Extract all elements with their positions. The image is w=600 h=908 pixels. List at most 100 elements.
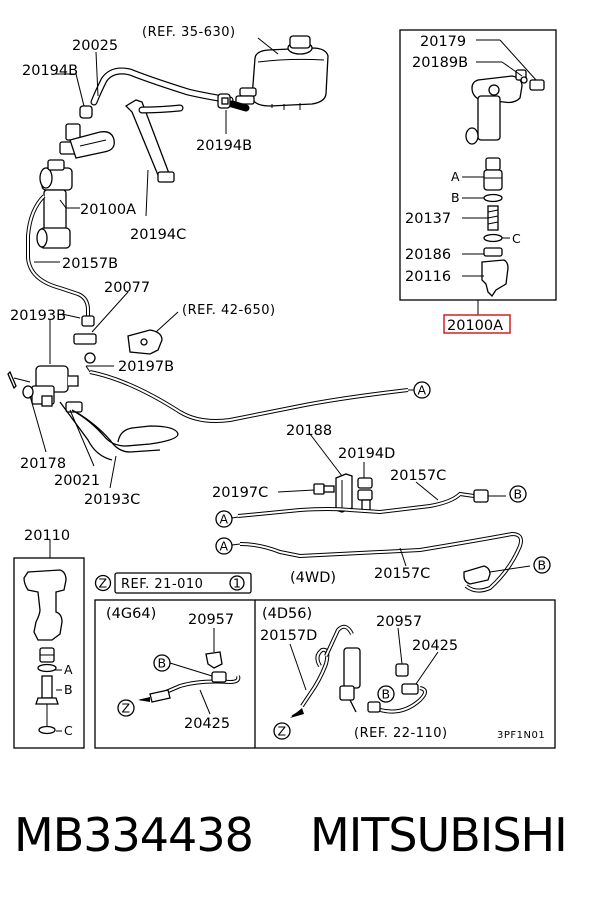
label-20157C-lower: 20157C: [374, 566, 430, 582]
detail-box-20110: [13, 557, 85, 749]
bolt-20197C: [313, 483, 335, 495]
leader-ref42: [155, 311, 179, 333]
label-20100A: 20100A: [80, 202, 136, 218]
label-20188: 20188: [286, 423, 332, 439]
ref-21-010: REF. 21-010: [121, 577, 203, 592]
marker-B-3: B: [153, 654, 171, 672]
leader-20425-b: [415, 651, 439, 685]
marker-Z-1: Z: [117, 699, 135, 717]
label-20957-4g64: 20957: [188, 612, 234, 628]
detail-clip-20116: [481, 259, 509, 298]
clamp-20194D: [357, 477, 373, 511]
svg-text:A: A: [418, 383, 427, 398]
detail-ring-20186: [483, 247, 503, 257]
harness-20193C: [59, 401, 179, 461]
marker-B-4: B: [377, 685, 395, 703]
label-20197C: 20197C: [212, 485, 268, 501]
leader-20957-b: [397, 627, 403, 665]
label-20197B: 20197B: [118, 359, 174, 375]
label-20116: 20116: [405, 269, 451, 285]
svg-text:Z: Z: [99, 576, 108, 591]
ref-21-010-num: 1: [233, 576, 241, 591]
actuator-20178: [7, 365, 83, 413]
marker-A-2: A: [215, 510, 239, 528]
svg-text:A: A: [451, 169, 460, 184]
svg-text:Z: Z: [278, 724, 287, 739]
pipe-20157C-lower: [239, 532, 531, 593]
marker-B-2: B: [533, 556, 551, 574]
svg-text:C: C: [512, 231, 521, 246]
label-20194B-lower: 20194B: [196, 138, 252, 154]
bracket-20194C: [124, 99, 175, 183]
leader-20157D: [289, 643, 307, 691]
ref-42-650: (REF. 42-650): [182, 303, 276, 318]
label-20021: 20021: [54, 473, 100, 489]
leader-20197C: [277, 489, 315, 493]
svg-text:B: B: [538, 558, 547, 573]
leader-20157C-a: [415, 481, 439, 501]
detail-bolt-20137: [483, 205, 503, 243]
bracket-20188: [335, 473, 353, 513]
pipe-20157B: [26, 194, 95, 327]
label-20179: 20179: [420, 34, 466, 50]
assembly-4d56: [290, 624, 427, 718]
diagram-code: 3PF1N01: [497, 730, 545, 741]
label-20077: 20077: [104, 280, 150, 296]
variant-4g64: (4G64): [106, 606, 156, 622]
label-20193B: 20193B: [10, 308, 66, 324]
label-20178: 20178: [20, 456, 66, 472]
brand-name: MITSUBISHI: [310, 808, 568, 862]
nozzle-20110: [23, 569, 67, 735]
detail-nozzle-A: [483, 157, 503, 191]
marker-Z-header: Z: [94, 574, 112, 592]
main-leaders: [29, 51, 227, 489]
svg-text:A: A: [64, 662, 73, 677]
svg-text:B: B: [158, 656, 167, 671]
pipe-to-A-upper: [89, 370, 409, 423]
label-20194C: 20194C: [130, 227, 186, 243]
leader-ref35: [257, 37, 279, 55]
label-20957-4d56: 20957: [376, 614, 422, 630]
assembly-4g64: [138, 651, 241, 703]
label-20425-4d56: 20425: [412, 638, 458, 654]
hose-clamp-20194B-upper: [217, 93, 231, 109]
marker-A-3: A: [215, 537, 241, 555]
variant-4wd: (4WD): [290, 570, 336, 586]
pump-fittings: [59, 123, 115, 159]
hose-clamp-20194B-left: [79, 105, 93, 119]
marker-A-1: A: [408, 381, 431, 399]
leader-20157C-b: [399, 547, 407, 567]
svg-text:B: B: [451, 190, 460, 205]
bracket-ref-42-650: [127, 329, 163, 355]
ref-22-110: (REF. 22-110): [354, 726, 448, 741]
pipe-20157C-upper: [237, 489, 506, 518]
marker-Z-2: Z: [273, 722, 291, 740]
detail-pump-body: [465, 69, 545, 145]
leader-20425-a: [199, 689, 211, 715]
label-20189B: 20189B: [412, 55, 468, 71]
svg-text:B: B: [64, 682, 73, 697]
marker-B-1: B: [509, 485, 527, 503]
engine-variants-box: [94, 599, 556, 749]
label-20186: 20186: [405, 247, 451, 263]
label-20110: 20110: [24, 528, 70, 544]
ref-21-010-box: [114, 572, 252, 594]
label-20137: 20137: [405, 211, 451, 227]
parts-diagram: (REF. 35-630): [7, 25, 557, 749]
svg-text:A: A: [220, 512, 229, 527]
ref-35-630: (REF. 35-630): [142, 25, 236, 40]
highlighted-part-box: [443, 314, 511, 334]
svg-text:Z: Z: [122, 701, 131, 716]
svg-text:B: B: [514, 487, 523, 502]
leader-20188: [309, 433, 343, 477]
return-hose-20025: [90, 67, 250, 112]
part-number: MB334438: [14, 808, 254, 862]
svg-text:A: A: [220, 539, 229, 554]
label-20194B-upper: 20194B: [22, 63, 78, 79]
label-20157C-upper: 20157C: [390, 468, 446, 484]
label-20193C: 20193C: [84, 492, 140, 508]
svg-text:B: B: [382, 687, 391, 702]
label-20157B: 20157B: [62, 256, 118, 272]
detail-leaders: [462, 39, 537, 277]
reservoir-tank: [235, 35, 329, 110]
